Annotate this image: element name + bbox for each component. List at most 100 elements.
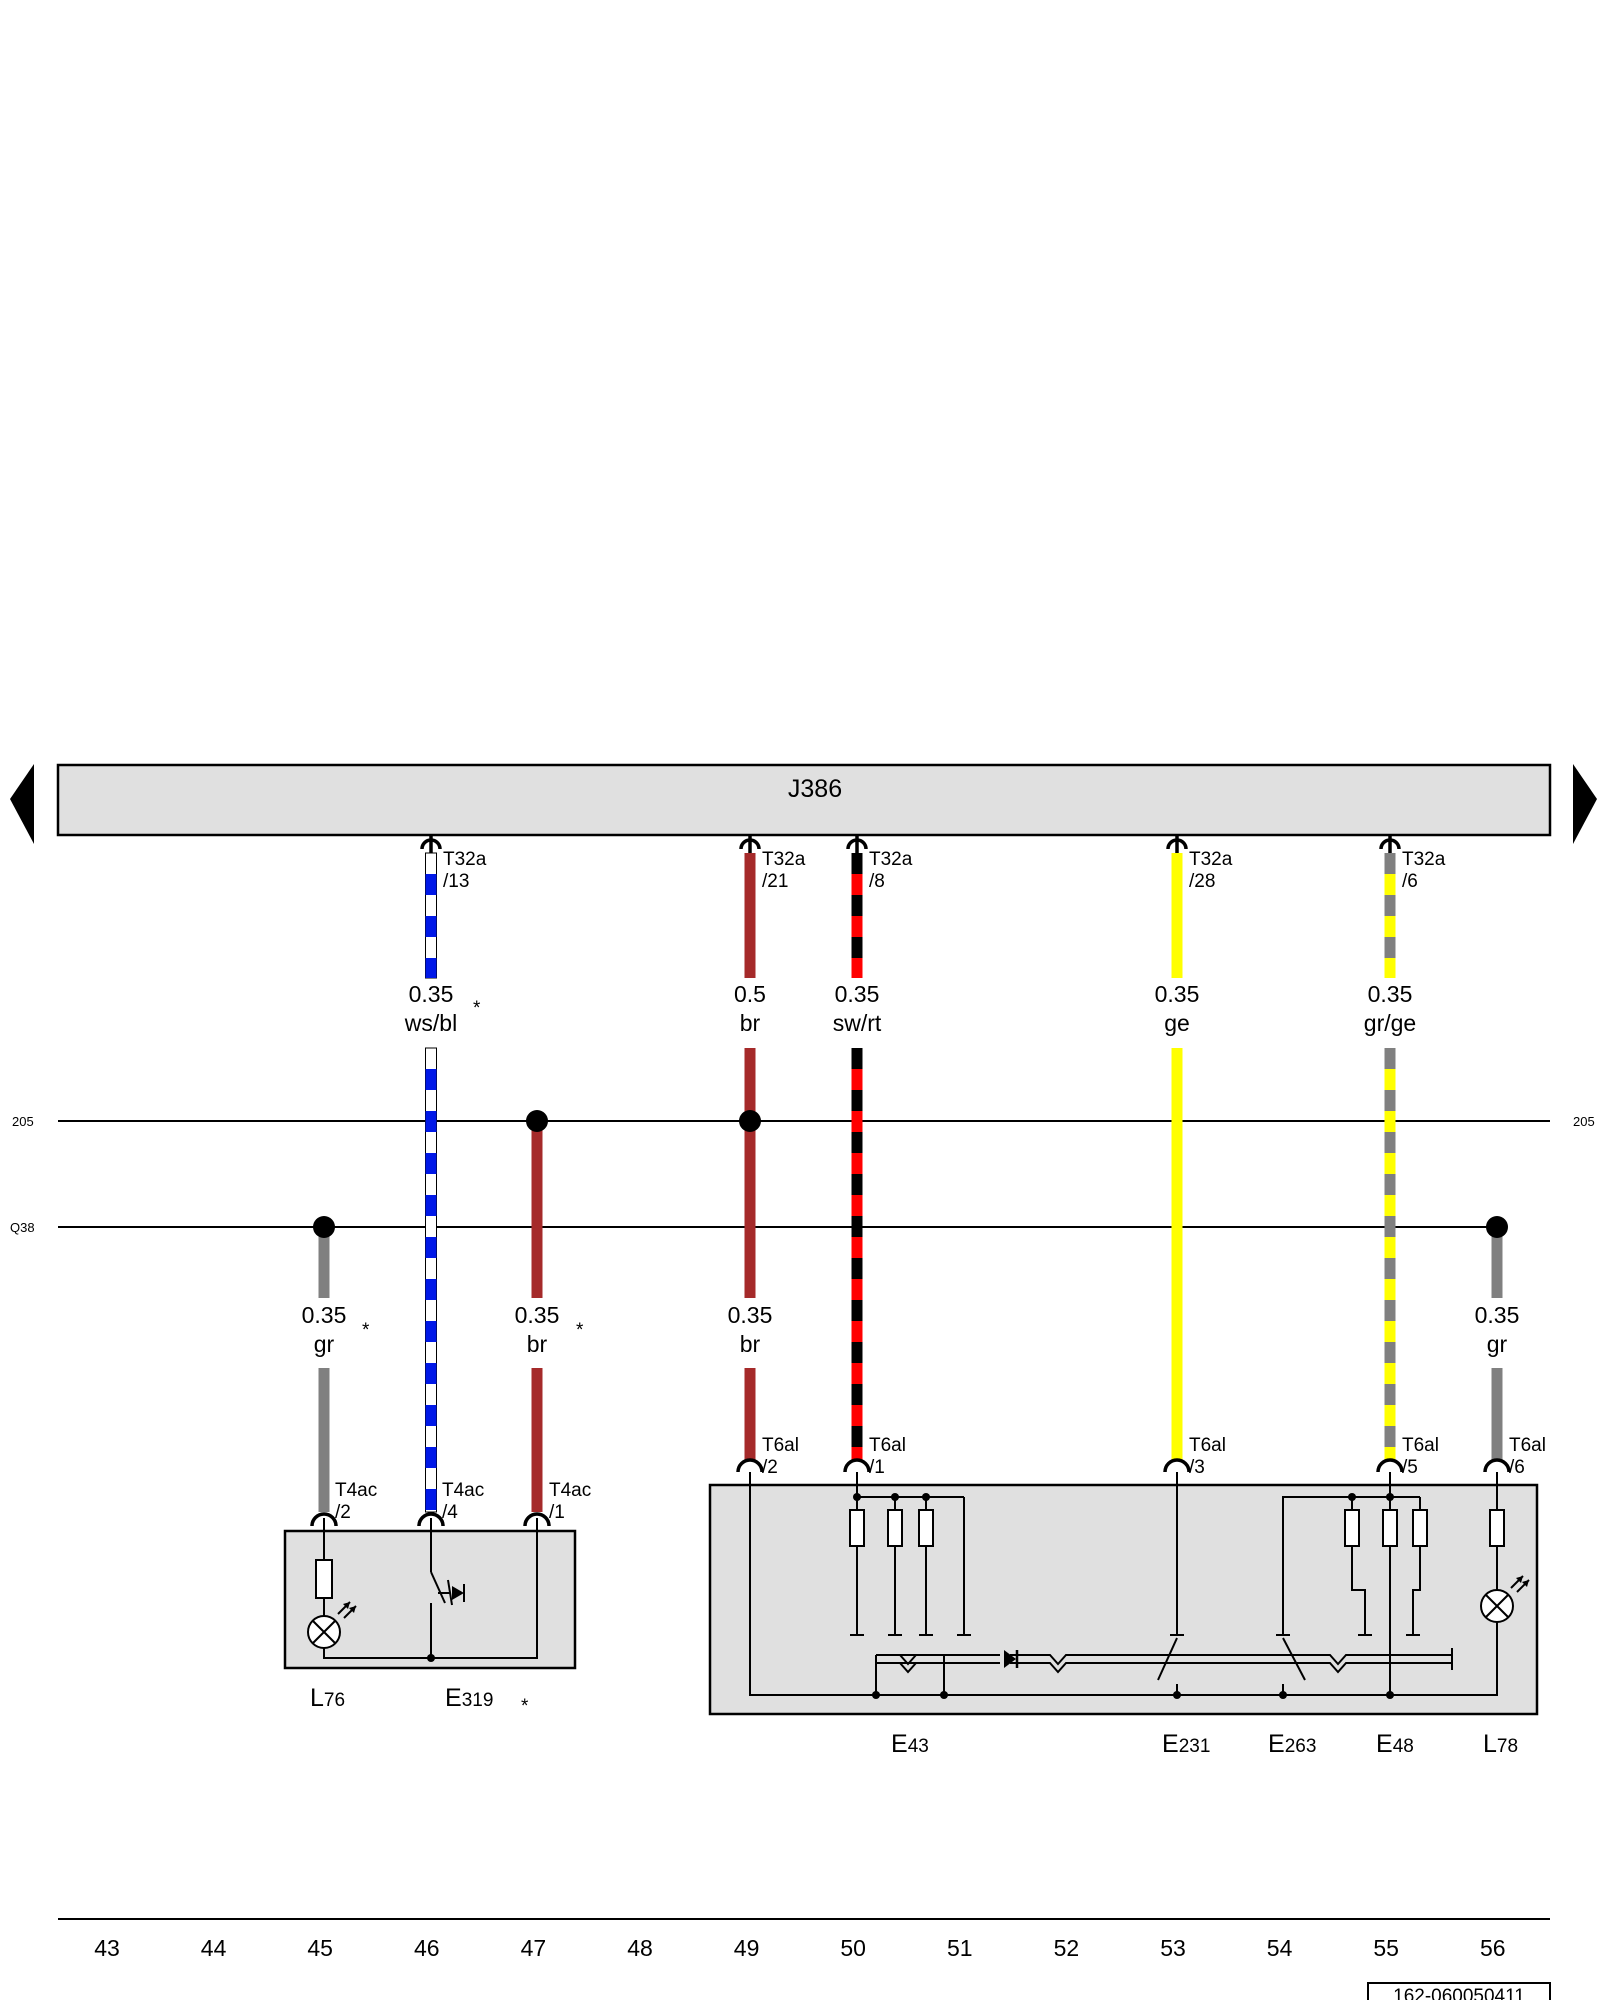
wire-w46-top-stripe <box>425 1447 437 1468</box>
wire-w46-top-stripe <box>425 874 437 895</box>
wire-w46-top-stripe <box>425 1363 437 1384</box>
wire-w50-stripe <box>851 1447 863 1460</box>
junction-49-205 <box>739 1110 761 1132</box>
pin-label-t4ac-4: T4ac <box>442 1480 484 1501</box>
wire-w50-stripe <box>851 916 863 937</box>
bus-205-right-label: 205 <box>1573 1114 1595 1129</box>
connector-t4ac-4[interactable] <box>417 1512 445 1527</box>
junction-45-q38 <box>313 1216 335 1238</box>
connector-t32a-21[interactable] <box>739 835 761 853</box>
pin-label-t32a-8: T32a <box>869 849 913 870</box>
connector-t6al-5[interactable] <box>1376 1458 1404 1473</box>
wire-w49-bot-seg-15 <box>744 1368 756 1460</box>
connector-t6al-1[interactable] <box>843 1458 871 1473</box>
component-box-right <box>708 1472 1539 1716</box>
switch-e263-icon <box>1276 1496 1371 1695</box>
star-w47: * <box>576 1320 584 1341</box>
arrow-right-icon[interactable] <box>1573 764 1597 844</box>
gauge-w45: 0.35 <box>302 1302 347 1328</box>
wire-w53-seg-7 <box>1171 1048 1183 1460</box>
code-w45: gr <box>314 1331 335 1357</box>
connector-t6al-3[interactable] <box>1163 1458 1191 1473</box>
wire-w53-seg-6 <box>1171 853 1183 978</box>
column-number-52: 52 <box>1054 1935 1080 1961</box>
switch-e231-icon <box>1157 1472 1184 1695</box>
code-w53: ge <box>1164 1010 1190 1036</box>
arrow-left-icon[interactable] <box>10 764 34 844</box>
comp-l78: L78 <box>1483 1730 1518 1758</box>
gauge-w55: 0.35 <box>1368 981 1413 1007</box>
star-e319: * <box>521 1696 529 1717</box>
pin-label-t6al-6: T6al <box>1509 1435 1546 1456</box>
wire-w55-stripe <box>1384 874 1396 895</box>
wire-w50-seg-4 <box>851 853 863 978</box>
column-number-49: 49 <box>734 1935 760 1961</box>
wire-w50-stripe <box>851 1195 863 1216</box>
wire-labels-lower: 0.35 gr * 0.35 br * 0.35 br 0.35 gr <box>302 1302 1520 1357</box>
connector-t4ac-2[interactable] <box>310 1512 338 1527</box>
comp-e231: E231 <box>1162 1730 1210 1758</box>
connector-t6al-6[interactable] <box>1483 1458 1511 1473</box>
wire-w46-top-stripe <box>425 916 437 937</box>
comp-l76: L76 <box>310 1684 345 1712</box>
column-number-44: 44 <box>201 1935 227 1961</box>
diode-icon <box>1004 1650 1019 1668</box>
comp-e48: E48 <box>1376 1730 1414 1758</box>
connector-t32a-8[interactable] <box>846 835 868 853</box>
junction-47-205 <box>526 1110 548 1132</box>
lamp-l78-icon <box>1480 1472 1530 1623</box>
j386-control-unit <box>56 763 1552 837</box>
pin-num-t32a-6: /6 <box>1402 871 1418 892</box>
wire-w50-stripe <box>851 1153 863 1174</box>
wire-w55-stripe <box>1384 1405 1396 1426</box>
bus-q38-left-label: Q38 <box>10 1220 35 1235</box>
connector-t4ac-1[interactable] <box>523 1512 551 1527</box>
code-w56: gr <box>1487 1331 1508 1357</box>
pin-num-t6al-2: /2 <box>762 1457 778 1478</box>
pin-num-t6al-1: /1 <box>869 1457 885 1478</box>
pin-label-t32a-28: T32a <box>1189 849 1233 870</box>
wire-w50-stripe <box>851 874 863 895</box>
wire-w55-stripe <box>1384 1069 1396 1090</box>
wire-labels-upper: 0.35 ws/bl * 0.5 br 0.35 sw/rt 0.35 ge 0… <box>404 981 1416 1036</box>
wire-w47-seg-13 <box>531 1368 543 1512</box>
column-number-56: 56 <box>1480 1935 1506 1961</box>
star-w46: * <box>473 998 481 1019</box>
wire-w55-stripe <box>1384 1153 1396 1174</box>
pin-label-t32a-6: T32a <box>1402 849 1446 870</box>
wire-w56-seg-17 <box>1491 1368 1503 1460</box>
reference-box: 162-060050411 <box>1367 1982 1551 2000</box>
wire-w46-top-stripe <box>425 1489 437 1510</box>
wire-w46-top-stripe <box>425 1111 437 1132</box>
wire-w50-stripe <box>851 1363 863 1384</box>
connector-t32a-28[interactable] <box>1166 835 1188 853</box>
gauge-w49b: 0.35 <box>728 1302 773 1328</box>
wire-w45-seg-10 <box>318 1227 330 1298</box>
wire-w46-top-stripe <box>425 1153 437 1174</box>
connector-t6al-2[interactable] <box>736 1458 764 1473</box>
wire-w50-stripe <box>851 1279 863 1300</box>
column-number-46: 46 <box>414 1935 440 1961</box>
wire-w55-stripe <box>1384 1111 1396 1132</box>
pin-label-t6al-1: T6al <box>869 1435 906 1456</box>
wire-w46-top-stripe <box>425 1321 437 1342</box>
column-number-50: 50 <box>840 1935 866 1961</box>
mechanical-linkage <box>875 1648 1453 1695</box>
switch-e319-icon <box>430 1518 465 1612</box>
connector-t32a-6[interactable] <box>1379 835 1401 853</box>
wire-w50-stripe <box>851 1405 863 1426</box>
wire-w55-stripe <box>1384 1195 1396 1216</box>
wire-w50-stripe <box>851 1237 863 1258</box>
pin-num-t4ac-1: /1 <box>549 1502 565 1523</box>
wire-w55-stripe <box>1384 1279 1396 1300</box>
pin-num-t32a-13: /13 <box>443 871 469 892</box>
pin-num-t4ac-4: /4 <box>442 1502 458 1523</box>
pin-num-t32a-8: /8 <box>869 871 885 892</box>
wire-w46-top-stripe <box>425 1195 437 1216</box>
gauge-w56: 0.35 <box>1475 1302 1520 1328</box>
wire-w50-stripe <box>851 1111 863 1132</box>
connector-t32a-13[interactable] <box>420 835 442 853</box>
code-w49: br <box>740 1010 761 1036</box>
